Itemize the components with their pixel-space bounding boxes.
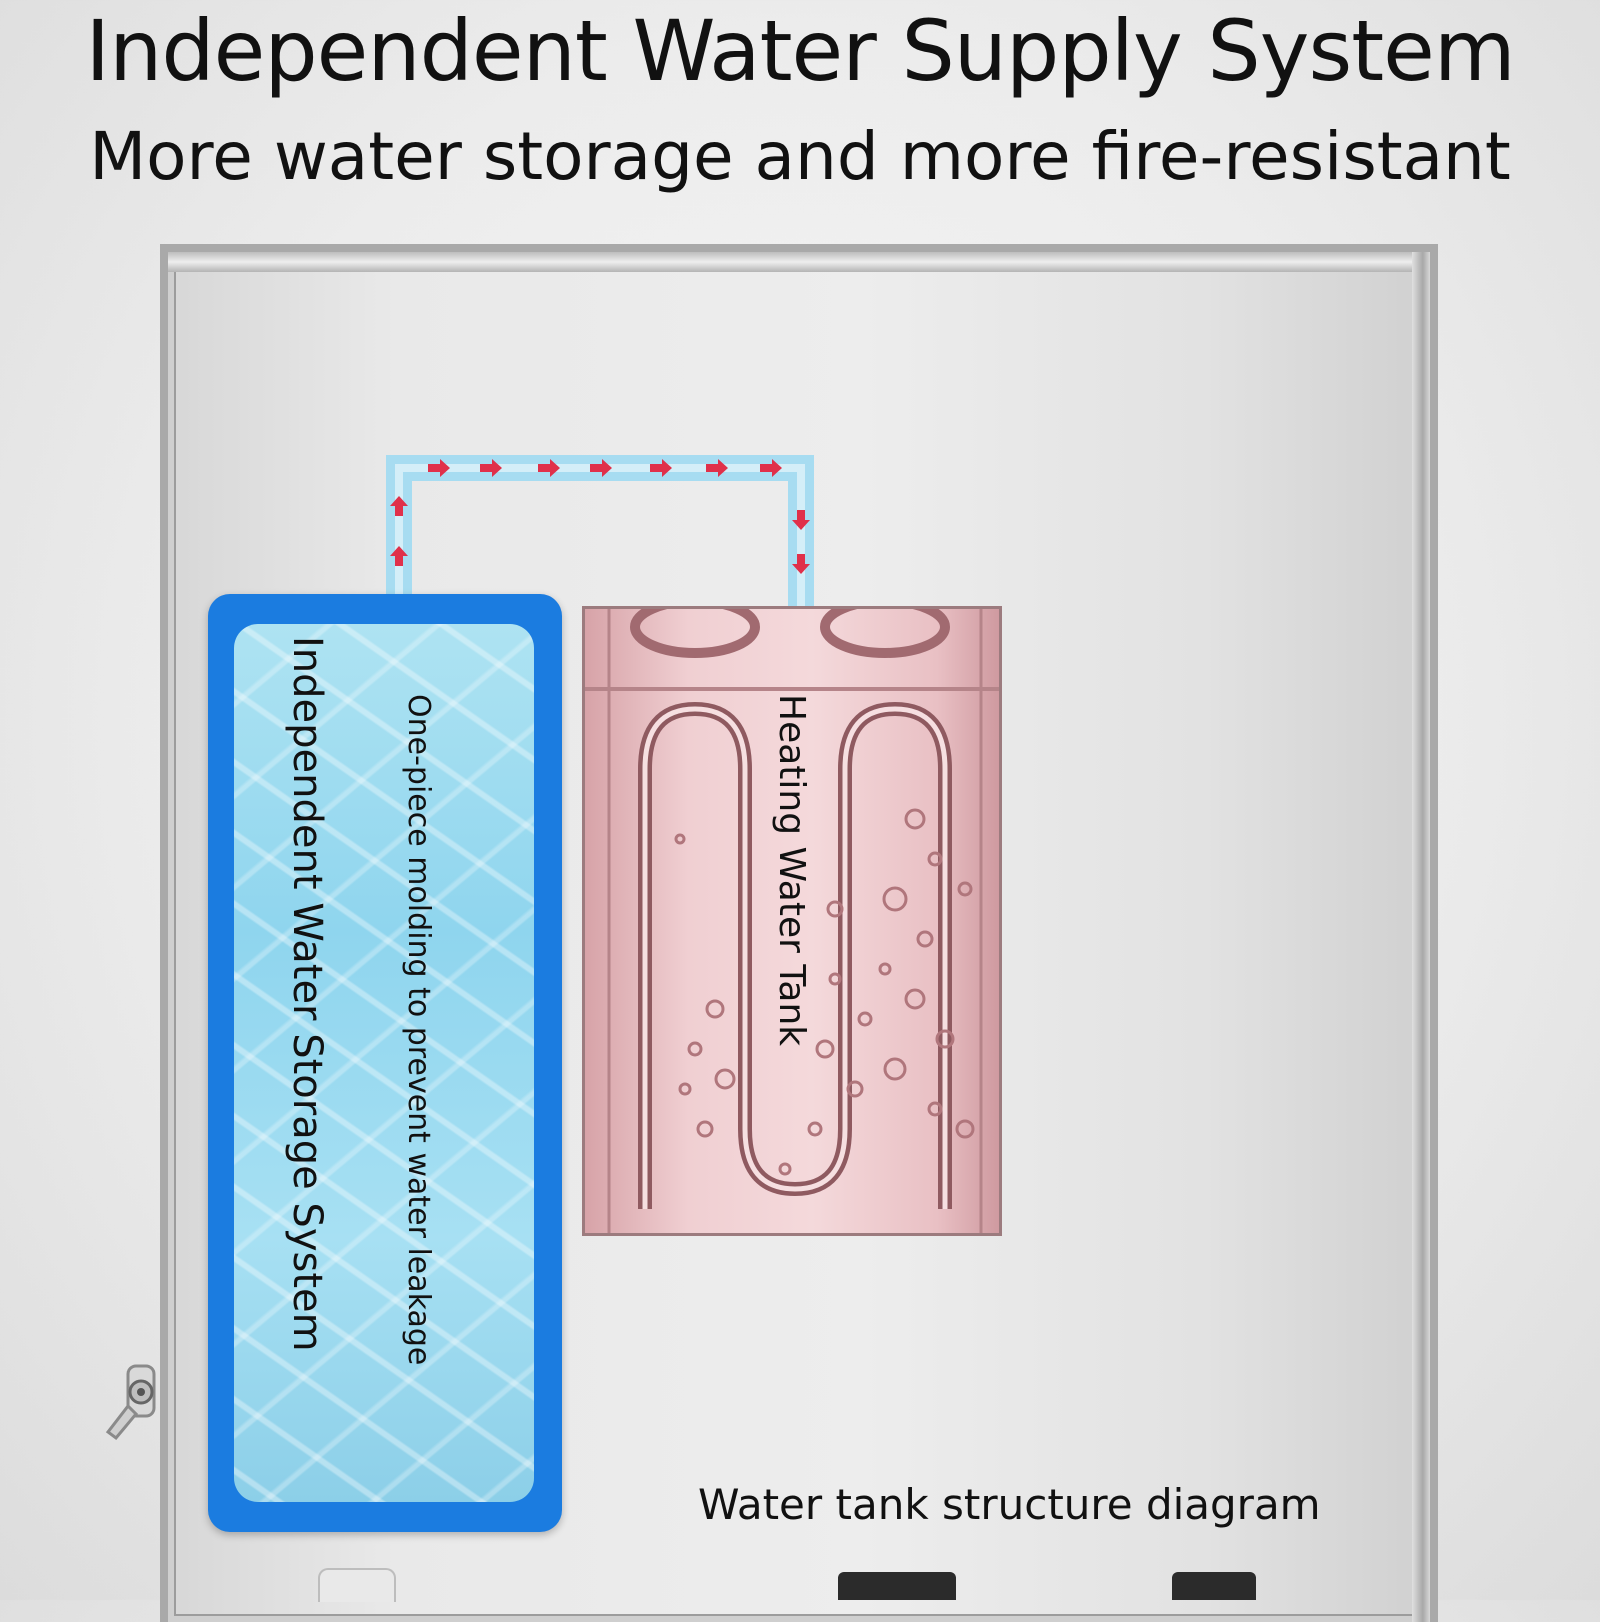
cabinet-foot-left [838,1572,956,1600]
red-arrow-icon [760,459,782,477]
red-arrow-icon [428,459,450,477]
cabinet-side-rail [1412,252,1430,1622]
diagram-caption: Water tank structure diagram [698,1480,1321,1529]
heating-tank-label: Heating Water Tank [771,694,812,1047]
valve-icon [105,1364,156,1441]
storage-water [234,624,534,1502]
flow-arrows-left [390,496,408,566]
page-title: Independent Water Supply System [85,2,1515,100]
red-arrow-icon [650,459,672,477]
storage-tank-label: Independent Water Storage System [284,636,330,1352]
red-arrow-icon [390,546,408,566]
bubbles [674,808,975,1176]
pipe-path [386,455,814,606]
storage-tank [208,594,562,1532]
red-arrow-icon [792,510,810,530]
red-arrow-icon [390,496,408,516]
heating-tank [582,606,1002,1236]
cabinet-top-rail [168,252,1430,272]
red-arrow-icon [706,459,728,477]
page-subtitle: More water storage and more fire-resista… [89,118,1511,195]
cabinet-foot-right [1172,1572,1256,1600]
red-arrow-icon [480,459,502,477]
red-arrow-icon [792,554,810,574]
storage-tank-note: One-piece molding to prevent water leaka… [401,694,436,1366]
flow-arrows-top [428,459,782,477]
heating-element-illustration [585,609,999,1233]
drain-outlet [318,1568,396,1602]
red-arrow-icon [538,459,560,477]
red-arrow-icon [590,459,612,477]
flow-arrows-right [792,510,810,574]
